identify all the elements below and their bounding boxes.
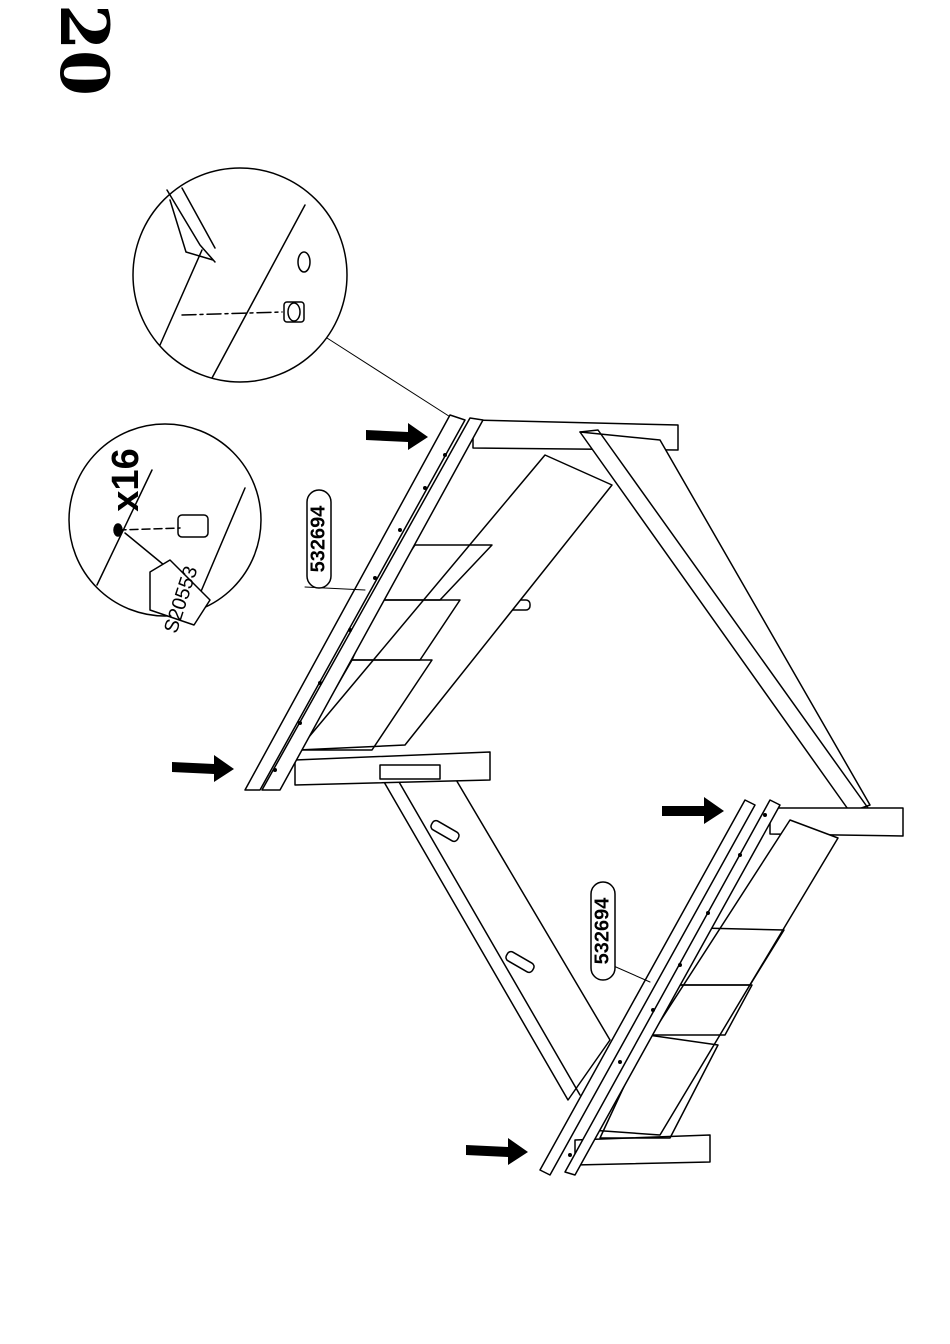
metal-bracket bbox=[380, 765, 440, 779]
svg-text:532694: 532694 bbox=[307, 505, 329, 573]
step-number: 20 bbox=[45, 4, 123, 96]
upper-side-assembly bbox=[245, 415, 612, 790]
detail-circle-screw: S20553 x16 bbox=[69, 424, 261, 636]
lower-side-assembly bbox=[540, 800, 838, 1175]
part-label-lower: 532694 bbox=[591, 882, 615, 980]
arrow-right-icon bbox=[466, 1138, 528, 1165]
part-label-upper: 532694 bbox=[307, 490, 331, 588]
wood-dowel-icon bbox=[284, 302, 304, 322]
arrow-right-icon bbox=[662, 797, 724, 824]
arrow-right-icon bbox=[366, 423, 428, 450]
svg-text:532694: 532694 bbox=[591, 897, 613, 965]
detail-circle-dowel bbox=[133, 168, 455, 420]
quantity-label: x16 bbox=[105, 448, 147, 511]
arrow-right-icon bbox=[172, 755, 234, 782]
